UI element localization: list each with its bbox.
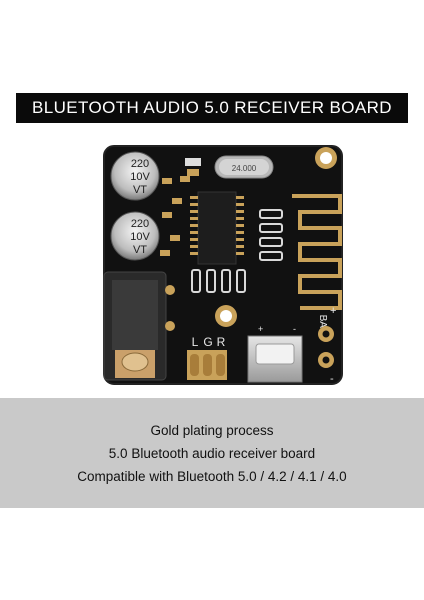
pin-label-l: L <box>192 335 199 349</box>
caption-band: Gold plating process 5.0 Bluetooth audio… <box>0 398 424 508</box>
cap1-line-2: 10V <box>130 171 150 183</box>
pin-label-r: R <box>217 335 226 349</box>
usb-minus-label: - <box>293 324 296 334</box>
product-photo: 220 10V VT 220 10V VT 24.000 <box>103 145 343 385</box>
lgr-pads: L G R <box>187 335 227 380</box>
bat-plus-label: + <box>330 305 336 317</box>
pcb-antenna <box>292 194 342 310</box>
caption-line-1: Gold plating process <box>150 422 274 438</box>
bat-minus-label: - <box>330 373 334 385</box>
resistor-array-bottom <box>191 269 246 293</box>
micro-usb-port: + - <box>247 324 303 383</box>
battery-terminals: BAT + - <box>317 305 336 385</box>
cap2-line-2: 10V <box>130 231 150 243</box>
capacitor-1: 220 10V VT <box>110 151 160 201</box>
cap2-line-3: VT <box>133 244 147 256</box>
crystal-label: 24.000 <box>232 164 257 173</box>
audio-jack <box>103 271 175 381</box>
cap1-line-1: 220 <box>131 158 149 170</box>
resistor-array-right <box>259 209 283 261</box>
cap2-line-1: 220 <box>131 218 149 230</box>
banner-title: BLUETOOTH AUDIO 5.0 RECEIVER BOARD <box>32 98 392 117</box>
capacitor-2: 220 10V VT <box>110 211 160 261</box>
bat-label: BAT <box>317 315 328 334</box>
caption-line-2: 5.0 Bluetooth audio receiver board <box>108 445 316 461</box>
smd-components <box>160 158 201 256</box>
main-chip <box>190 191 244 265</box>
cap1-line-3: VT <box>133 184 147 196</box>
title-banner: BLUETOOTH AUDIO 5.0 RECEIVER BOARD <box>16 93 408 123</box>
usb-plus-label: + <box>258 324 263 334</box>
caption-line-3: Compatible with Bluetooth 5.0 / 4.2 / 4.… <box>77 468 347 484</box>
crystal-oscillator: 24.000 <box>214 155 274 179</box>
pin-label-g: G <box>203 335 212 349</box>
